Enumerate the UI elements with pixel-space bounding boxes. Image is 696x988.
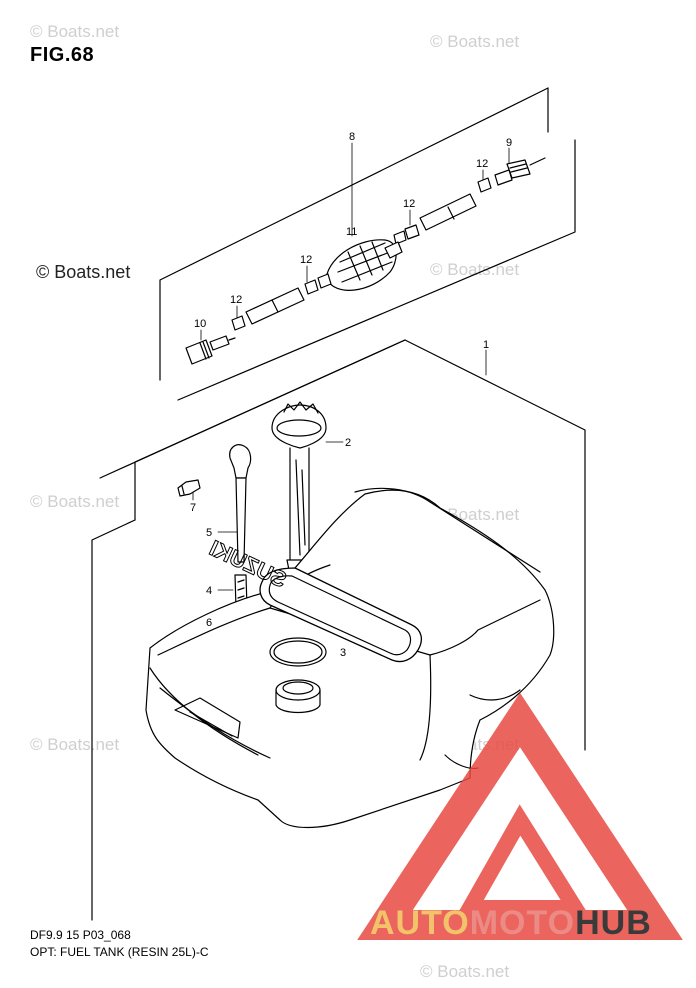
hose-frame xyxy=(159,87,576,401)
diagram-caption: OPT: FUEL TANK (RESIN 25L)-C xyxy=(30,945,209,959)
callout-10: 10 xyxy=(194,318,206,330)
callout-6: 6 xyxy=(206,617,212,629)
callout-5: 5 xyxy=(206,527,212,539)
figure-title: FIG.68 xyxy=(30,44,95,66)
callout-3: 3 xyxy=(340,647,346,659)
watermark-text: © Boats.net xyxy=(30,735,120,754)
callout-12: 12 xyxy=(476,158,488,170)
logo-part-moto: MOTO xyxy=(469,904,576,942)
logo-wordmark: AUTOMOTOHUB xyxy=(370,904,652,943)
tank-brand-text: SUZUKI xyxy=(206,535,291,592)
watermark-text: © Boats.net xyxy=(30,22,120,41)
callout-12: 12 xyxy=(230,294,242,306)
primer-hose xyxy=(185,157,546,365)
watermark-text: © Boats.net xyxy=(420,962,510,981)
callout-11: 11 xyxy=(346,226,357,238)
watermark-text: © Boats.net xyxy=(430,32,520,51)
logo-part-auto: AUTO xyxy=(370,904,470,942)
fitting xyxy=(177,479,201,497)
watermark-prominent: © Boats.net xyxy=(36,262,131,282)
callout-9: 9 xyxy=(506,137,512,149)
logo-mark xyxy=(357,692,683,940)
diagram-code: DF9.9 15 P03_068 xyxy=(30,928,131,942)
fuel-tank-body xyxy=(145,487,555,829)
callout-7: 7 xyxy=(190,502,196,514)
tank-frame xyxy=(91,339,586,921)
callout-12: 12 xyxy=(403,198,415,210)
callout-2: 2 xyxy=(345,437,351,449)
watermark-text: © Boats.net xyxy=(30,492,120,511)
callout-12: 12 xyxy=(300,254,312,266)
callout-1: 1 xyxy=(483,339,489,351)
callout-8: 8 xyxy=(349,131,355,143)
logo-part-hub: HUB xyxy=(575,904,652,942)
callout-4: 4 xyxy=(206,585,212,597)
